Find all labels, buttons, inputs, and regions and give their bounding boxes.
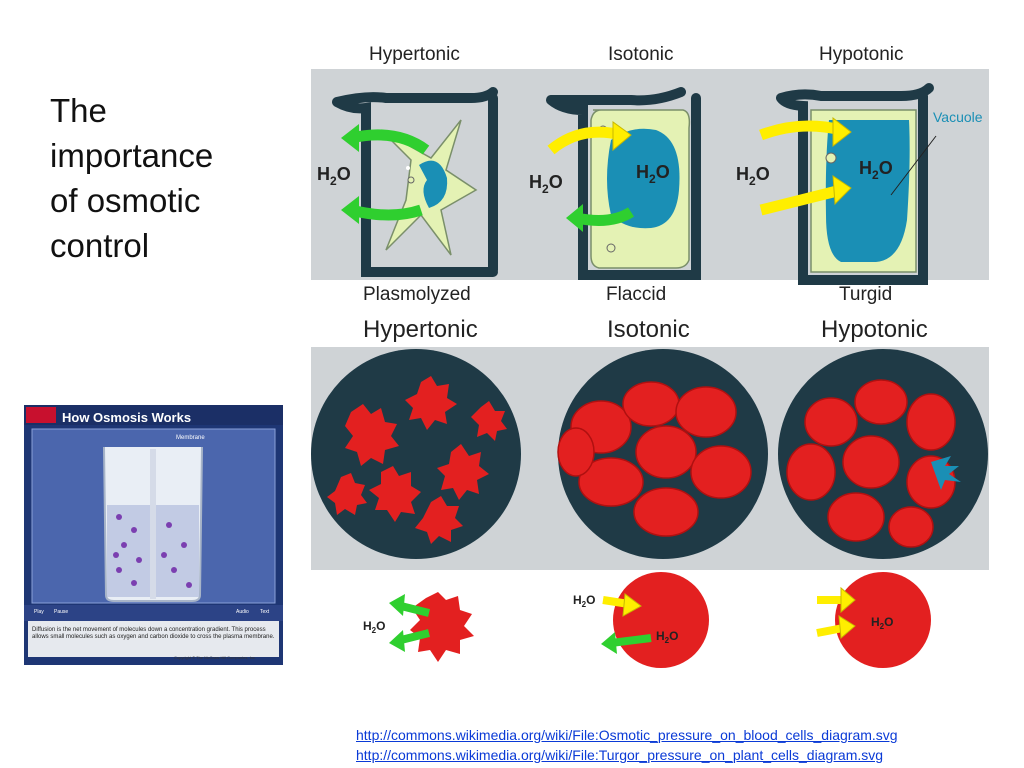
svg-text:H2O: H2O [656,629,678,645]
widget-copyright: Copyright © The McGraw-Hill Companies, I… [174,655,257,660]
plant-arrows [341,116,852,232]
small-arrows [389,586,856,654]
membrane-line [150,449,156,599]
plant-label-hypotonic: Hypotonic [819,44,904,65]
svg-text:H2O: H2O [573,593,595,609]
hypertonic-circle [311,349,521,559]
blood-cells-illustration [311,347,989,570]
audio-button[interactable]: Audio [236,609,249,615]
svg-text:H2O: H2O [317,164,351,188]
blood-label-isotonic: Isotonic [607,316,690,343]
plasmolyzed-cell [332,87,498,277]
svg-text:H2O: H2O [529,172,563,196]
widget-caption: Diffusion is the net movement of molecul… [32,627,275,640]
play-button[interactable]: Play [34,609,44,615]
source-links: http://commons.wikimedia.org/wiki/File:O… [356,725,898,765]
title-line: of osmotic [50,182,201,219]
normal-single-cell [613,572,709,668]
swollen-single-cell [835,572,931,668]
svg-text:H2O: H2O [363,619,385,635]
title-line: control [50,227,150,264]
plant-label-turgid: Turgid [839,284,893,305]
burst-cell-splash [931,456,961,490]
normal-cells [557,381,752,537]
svg-text:H2O: H2O [736,164,770,188]
svg-text:H2O: H2O [859,158,893,182]
slide-title: The importance of osmotic control [50,88,270,268]
title-line: The [50,92,107,129]
publisher-logo [26,407,56,423]
turgid-cell [776,83,937,285]
crenated-single-cell [410,592,474,662]
title-line: importance [50,137,214,174]
blood-label-hypotonic: Hypotonic [821,316,928,343]
widget-title: How Osmosis Works [62,410,192,425]
plant-label-hypertonic: Hypertonic [369,44,460,65]
single-cell-diagrams: H2O H2O H2O H2O [311,572,991,678]
membrane-label: Membrane [176,435,205,441]
source-link[interactable]: http://commons.wikimedia.org/wiki/File:O… [356,727,898,743]
small-water-labels: H2O H2O H2O H2O [363,593,893,645]
solute-molecules [113,514,192,588]
plant-cells-illustration: H2O H2O H2O H2O H2O Vacuole [311,69,989,285]
plant-label-flaccid: Flaccid [606,284,667,305]
svg-text:H2O: H2O [636,162,670,186]
plant-cell-diagram: H2O H2O H2O H2O H2O Vacuole Hypertonic I… [311,40,991,310]
crenated-cells [327,376,507,544]
blood-label-hypertonic: Hypertonic [363,316,478,343]
swollen-cells [786,379,956,548]
source-link[interactable]: http://commons.wikimedia.org/wiki/File:T… [356,747,884,763]
plant-label-plasmolyzed: Plasmolyzed [363,284,471,305]
osmosis-animation-widget[interactable]: How Osmosis Works Membrane Play Pause Au… [24,405,283,665]
svg-text:H2O: H2O [871,615,893,631]
pause-button[interactable]: Pause [54,609,69,615]
text-button[interactable]: Text [260,609,270,615]
blood-cell-diagram: Hypertonic Isotonic Hypotonic [311,312,991,570]
vacuole-label: Vacuole [933,109,983,125]
plant-water-labels: H2O H2O H2O H2O H2O [317,158,893,196]
plant-label-isotonic: Isotonic [608,44,674,65]
